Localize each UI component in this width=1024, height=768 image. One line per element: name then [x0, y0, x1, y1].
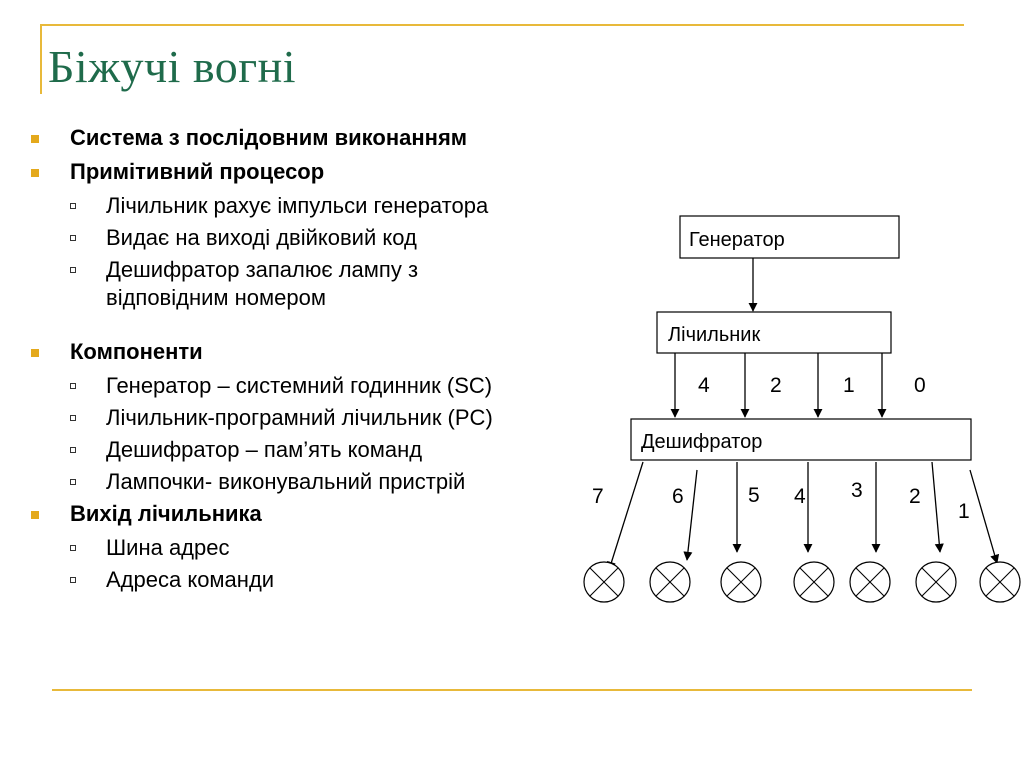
bullet-sequential-system: Система з послідовним виконанням [28, 124, 628, 152]
bullet-text: Примітивний процесор [70, 159, 325, 184]
lamp-icon [915, 561, 957, 603]
sub-bullet-text: Дешифратор запалює лампу з відповідним н… [106, 257, 419, 310]
lamp-icon [720, 561, 762, 603]
sub-bullet: Адреса команди [28, 566, 628, 594]
counter-label: Лічильник [668, 324, 760, 346]
sub-bullet: Видає на виході двійковий код [28, 224, 628, 252]
sub-bullet-text: Лампочки- виконувальний пристрій [106, 469, 466, 494]
sub-bullet: Генератор – системний годинник (SC) [28, 372, 628, 400]
hollow-square-bullet-icon [70, 267, 76, 273]
sub-bullet: Лічильник рахує імпульси генератора [28, 192, 628, 220]
sub-bullet-text: Генератор – системний годинник (SC) [106, 373, 493, 398]
sub-bullet: Шина адрес [28, 534, 628, 562]
slide-title: Біжучі вогні [48, 41, 297, 92]
sub-bullet-text: Шина адрес [106, 535, 230, 560]
lamp-icon [849, 561, 891, 603]
decoder-output-arrow [931, 461, 944, 553]
sub-bullet: Дешифратор запалює лампу з відповідним н… [28, 256, 546, 312]
lamp-icon [649, 561, 691, 603]
hollow-square-bullet-icon [70, 383, 76, 389]
hollow-square-bullet-icon [70, 415, 76, 421]
bullet-text: Система з послідовним виконанням [70, 125, 468, 150]
counter-box [656, 311, 892, 354]
hollow-square-bullet-icon [70, 479, 76, 485]
square-bullet-icon [31, 169, 39, 177]
bullet-primitive-processor: Примітивний процесор [28, 158, 628, 186]
counter-bit-label: 0 [914, 374, 926, 397]
decoder-output-label: 2 [909, 485, 921, 508]
square-bullet-icon [31, 349, 39, 357]
lamp-icon [793, 561, 835, 603]
sub-bullet-text: Дешифратор – пам’ять команд [106, 437, 423, 462]
hollow-square-bullet-icon [70, 545, 76, 551]
sub-bullet-text: Лічильник-програмний лічильник (PC) [106, 405, 493, 430]
decoder-output-label: 6 [672, 485, 684, 508]
decoder-output-label: 4 [794, 485, 806, 508]
sub-bullet: Лампочки- виконувальний пристрій [28, 468, 628, 496]
square-bullet-icon [31, 135, 39, 143]
decoder-box [630, 418, 972, 461]
decoder-label: Дешифратор [641, 431, 762, 453]
generator-label: Генератор [689, 229, 785, 251]
decoder-output-label: 1 [958, 500, 970, 523]
bullet-components: Компоненти [28, 338, 628, 366]
bullet-text: Вихід лічильника [70, 501, 262, 526]
lamp-icon [583, 561, 625, 603]
generator-box [679, 215, 900, 259]
bullet-list: Система з послідовним виконанням Приміти… [28, 124, 628, 598]
decoder-output-arrow [969, 469, 1000, 564]
decoder-output-arrow [683, 469, 698, 561]
sub-bullet-text: Адреса команди [106, 567, 275, 592]
counter-bit-label: 1 [843, 374, 855, 397]
decoder-output-label: 3 [851, 479, 863, 502]
decoder-output-label: 5 [748, 484, 760, 507]
counter-bit-label: 2 [770, 374, 782, 397]
square-bullet-icon [31, 511, 39, 519]
bottom-rule [52, 689, 972, 691]
bullet-counter-output: Вихід лічильника [28, 500, 628, 528]
hollow-square-bullet-icon [70, 203, 76, 209]
sub-bullet-text: Лічильник рахує імпульси генератора [106, 193, 489, 218]
hollow-square-bullet-icon [70, 235, 76, 241]
hollow-square-bullet-icon [70, 447, 76, 453]
sub-bullet-text: Видає на виході двійковий код [106, 225, 417, 250]
sub-bullet: Дешифратор – пам’ять команд [28, 436, 628, 464]
decoder-output-arrow [607, 461, 644, 571]
hollow-square-bullet-icon [70, 577, 76, 583]
top-rule [40, 24, 964, 26]
decoder-output-label: 7 [592, 485, 604, 508]
lamp-icon [979, 561, 1021, 603]
sub-bullet: Лічильник-програмний лічильник (PC) [28, 404, 628, 432]
counter-bit-label: 4 [698, 374, 710, 397]
left-accent-rule [40, 24, 42, 94]
bullet-text: Компоненти [70, 339, 203, 364]
